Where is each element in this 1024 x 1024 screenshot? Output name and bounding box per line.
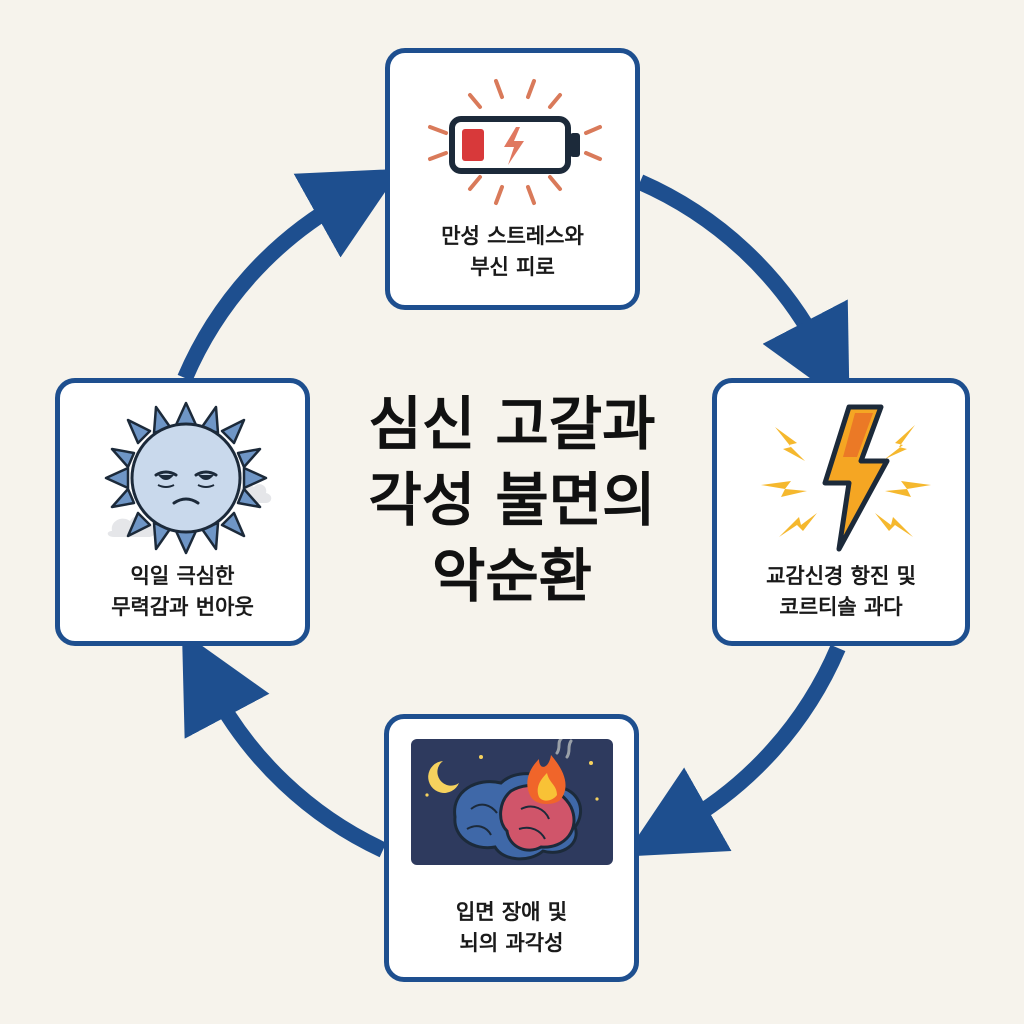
node-chronic-stress: 만성 스트레스와 부신 피로 bbox=[385, 48, 640, 310]
diagram-title: 심신 고갈과 각성 불면의 악순환 bbox=[368, 390, 656, 610]
arrow-left-to-top bbox=[177, 168, 401, 382]
node-next-day-burnout: 익일 극심한 무력감과 번아웃 bbox=[55, 378, 310, 646]
node-label: 익일 극심한 무력감과 번아웃 bbox=[111, 564, 254, 619]
arrow-bottom-to-left bbox=[181, 631, 387, 858]
tired-sun-icon bbox=[104, 401, 272, 555]
lightning-bolt-icon bbox=[761, 404, 931, 552]
arrow-top-to-right bbox=[636, 174, 850, 407]
burning-brain-icon bbox=[411, 739, 613, 865]
node-label: 입면 장애 및 뇌의 과각성 bbox=[455, 900, 568, 955]
moon-icon bbox=[428, 761, 459, 793]
node-sleep-onset-disorder: 입면 장애 및 뇌의 과각성 bbox=[384, 714, 639, 982]
node-sympathetic-activation: 교감신경 항진 및 코르티솔 과다 bbox=[712, 378, 970, 646]
arrow-right-to-bottom bbox=[624, 644, 846, 857]
low-battery-icon bbox=[428, 79, 602, 205]
node-label: 교감신경 항진 및 코르티솔 과다 bbox=[766, 564, 916, 619]
node-label: 만성 스트레스와 부신 피로 bbox=[441, 224, 584, 279]
